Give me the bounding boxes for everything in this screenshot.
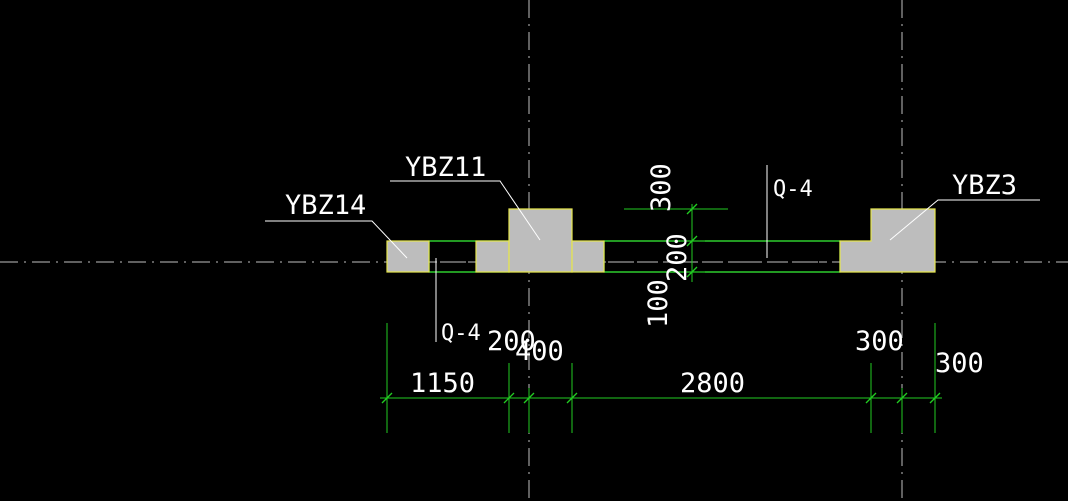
label-q4-top: Q-4 xyxy=(773,177,813,202)
dim-text-1150: 1150 xyxy=(410,368,475,399)
leader-ybz11 xyxy=(390,180,541,241)
column-ybz11-wing xyxy=(571,240,605,273)
boundary-columns xyxy=(386,208,936,273)
wall-segment-main xyxy=(603,240,841,273)
dim-text-2800: 2800 xyxy=(680,368,745,399)
dim-text-100-vertical: 100 xyxy=(643,279,674,328)
dim-ticks xyxy=(381,392,941,404)
column-ybz11 xyxy=(508,208,573,273)
element-labels: YBZ14 YBZ11 YBZ3 Q-4 Q-4 xyxy=(285,152,1017,346)
leader-ybz14 xyxy=(265,220,408,259)
label-q4-bottom: Q-4 xyxy=(441,321,481,346)
column-ybz14 xyxy=(386,240,430,273)
label-ybz3: YBZ3 xyxy=(952,170,1017,201)
dimension-text: 1150 200 400 2800 300 300 300 200 100 xyxy=(410,163,984,399)
leader-ybz3 xyxy=(889,199,1040,241)
vdim-ticks xyxy=(686,203,698,278)
dim-text-300-vertical: 300 xyxy=(646,163,677,212)
leader-lines xyxy=(265,165,1040,342)
label-ybz14: YBZ14 xyxy=(285,190,366,221)
dim-text-200-vertical: 200 xyxy=(662,233,693,282)
dim-text-300-right: 300 xyxy=(935,348,984,379)
column-ybz14-hatch xyxy=(475,240,510,273)
column-ybz3 xyxy=(839,208,936,273)
dimension-lines xyxy=(380,203,942,433)
label-ybz11: YBZ11 xyxy=(405,152,486,183)
dim-text-200-bottom: 200 xyxy=(487,326,536,357)
dim-text-400: 400 xyxy=(515,336,564,367)
dim-text-300-mid: 300 xyxy=(855,326,904,357)
